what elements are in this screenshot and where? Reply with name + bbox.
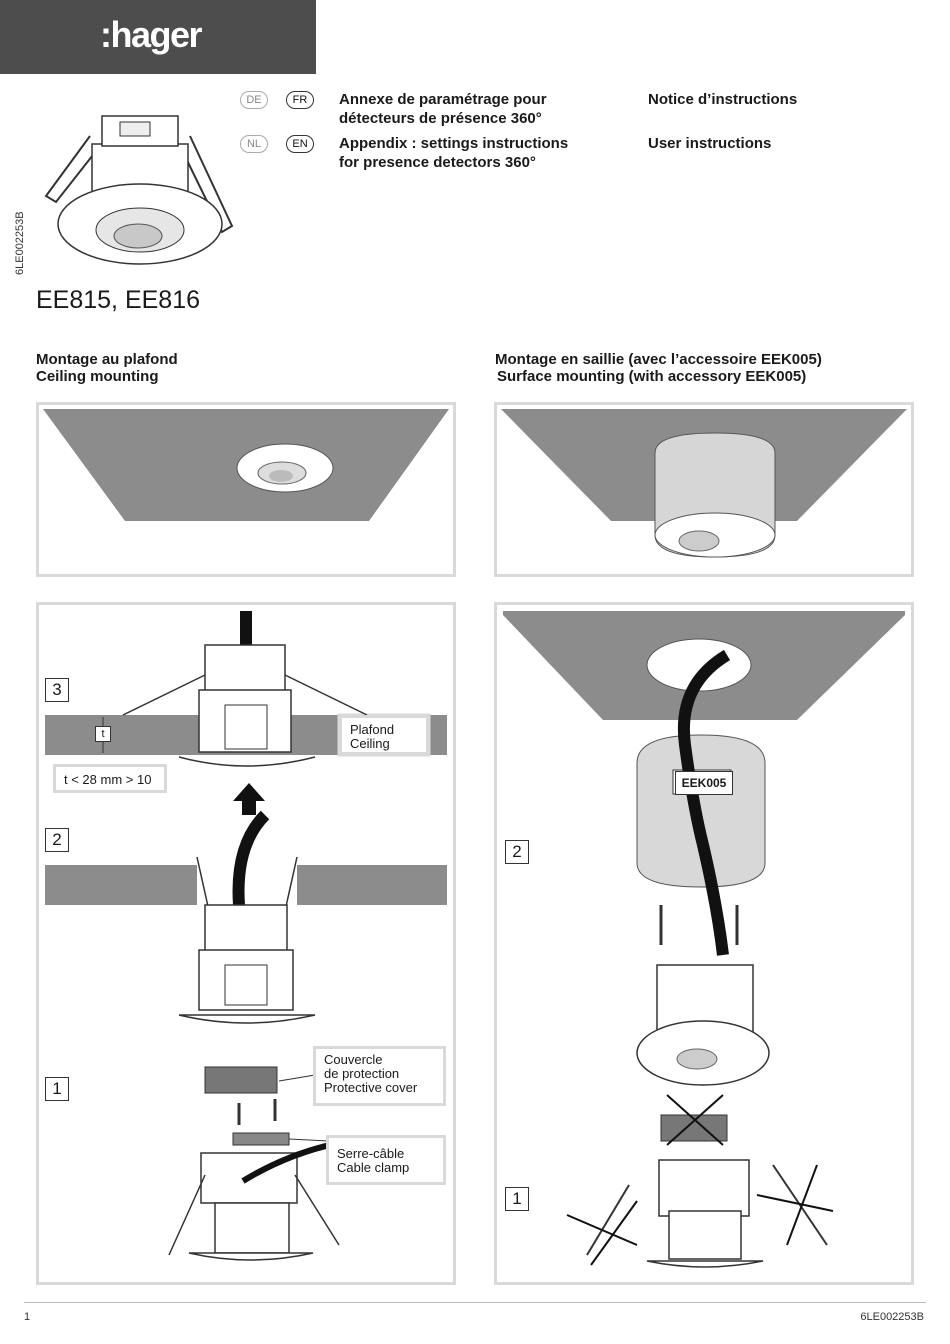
ceiling-label-en: Ceiling [350, 736, 390, 751]
clamp-label-fr: Serre-câble [337, 1146, 405, 1161]
page-number: 1 [24, 1311, 31, 1323]
lang-badge-fr: FR [286, 91, 314, 109]
thickness-marker: t [95, 726, 111, 742]
hager-logo: :hager [100, 14, 203, 55]
clamp-label-en: Cable clamp [337, 1160, 410, 1175]
surface-step-2-marker: 2 [505, 840, 529, 864]
cover-label-fr2: de protection [324, 1066, 400, 1081]
step-1-marker: 1 [45, 1077, 69, 1101]
footer-divider [24, 1302, 926, 1303]
surface-mount-overview-figure [501, 409, 907, 558]
step-3-marker: 3 [45, 678, 69, 702]
step-2-marker: 2 [45, 828, 69, 852]
fr-notice-title: Notice d’instructions [648, 91, 798, 108]
ceiling-mount-overview-figure [43, 409, 449, 521]
ceiling-heading-fr: Montage au plafond [36, 351, 178, 368]
cable-clamp-label: Serre-câble Cable clamp [326, 1135, 446, 1185]
lang-badge-en: EN [286, 135, 314, 153]
logo-bar [0, 0, 316, 74]
cover-label-en: Protective cover [324, 1080, 418, 1095]
en-heading: Appendix : settings instructions for pre… [339, 135, 569, 171]
lang-badge-nl: NL [240, 135, 268, 153]
surface-heading-en: Surface mounting (with accessory EEK005) [497, 368, 807, 385]
ceiling-heading-en: Ceiling mounting [36, 368, 159, 385]
en-notice-title: User instructions [648, 135, 772, 152]
fr-heading: Annexe de paramétrage pour détecteurs de… [339, 91, 547, 127]
model-number: EE815, EE816 [36, 286, 201, 314]
accessory-label: EEK005 [675, 771, 733, 795]
vertical-document-number: 6LE002253B [14, 211, 26, 275]
ceiling-label-fr: Plafond [350, 722, 395, 737]
surface-mount-steps-figure [503, 611, 905, 1268]
surface-step-1-marker: 1 [505, 1187, 529, 1211]
ceiling-label-box: Plafond Ceiling [339, 715, 429, 755]
detector-product-illustration [44, 115, 234, 265]
surface-heading-fr: Montage en saillie (avec l’accessoire EE… [495, 351, 822, 368]
protective-cover-label: Couvercle de protection Protective cover [313, 1046, 446, 1106]
footer-document-number: 6LE002253B [860, 1311, 924, 1323]
cover-label-fr1: Couvercle [324, 1052, 383, 1067]
lang-badge-de: DE [240, 91, 268, 109]
thickness-note: t < 28 mm > 10 [53, 764, 167, 793]
